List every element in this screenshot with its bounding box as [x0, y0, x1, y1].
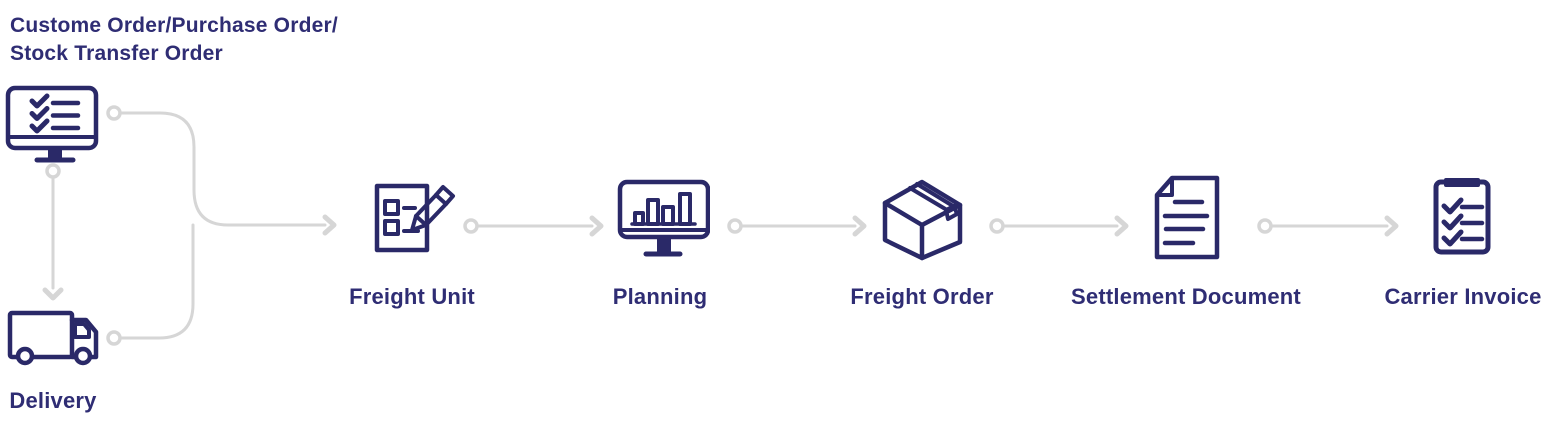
monitor-bar-chart-icon	[617, 179, 710, 257]
arrow-freight-unit-to-planning	[463, 215, 604, 237]
node-label-delivery: Delivery	[9, 388, 97, 413]
form-pencil-icon	[374, 183, 455, 253]
node-label-planning: Planning	[612, 284, 708, 309]
node-label-carrier-invoice: Carrier Invoice	[1384, 284, 1542, 309]
arrow-settlement-to-carrier	[1257, 215, 1399, 237]
package-box-icon	[882, 179, 963, 261]
source-title: Custome Order/Purchase Order/ Stock Tran…	[10, 12, 338, 68]
document-lines-icon	[1154, 175, 1220, 260]
arrow-freight-order-to-settlement	[989, 215, 1129, 237]
monitor-checklist-icon	[5, 85, 99, 163]
node-label-freight-unit: Freight Unit	[349, 284, 475, 309]
delivery-truck-icon	[7, 310, 99, 366]
arrow-planning-to-freight-order	[727, 215, 867, 237]
source-title-line1: Custome Order/Purchase Order/	[10, 14, 338, 37]
node-label-freight-order: Freight Order	[850, 284, 994, 309]
arrow-delivery-to-freight-unit	[106, 223, 195, 346]
arrow-order-to-freight-unit	[106, 105, 337, 236]
arrow-order-to-delivery	[42, 163, 64, 301]
clipboard-checklist-icon	[1433, 178, 1491, 255]
node-label-settlement-document: Settlement Document	[1071, 284, 1301, 309]
source-title-line2: Stock Transfer Order	[10, 42, 223, 65]
